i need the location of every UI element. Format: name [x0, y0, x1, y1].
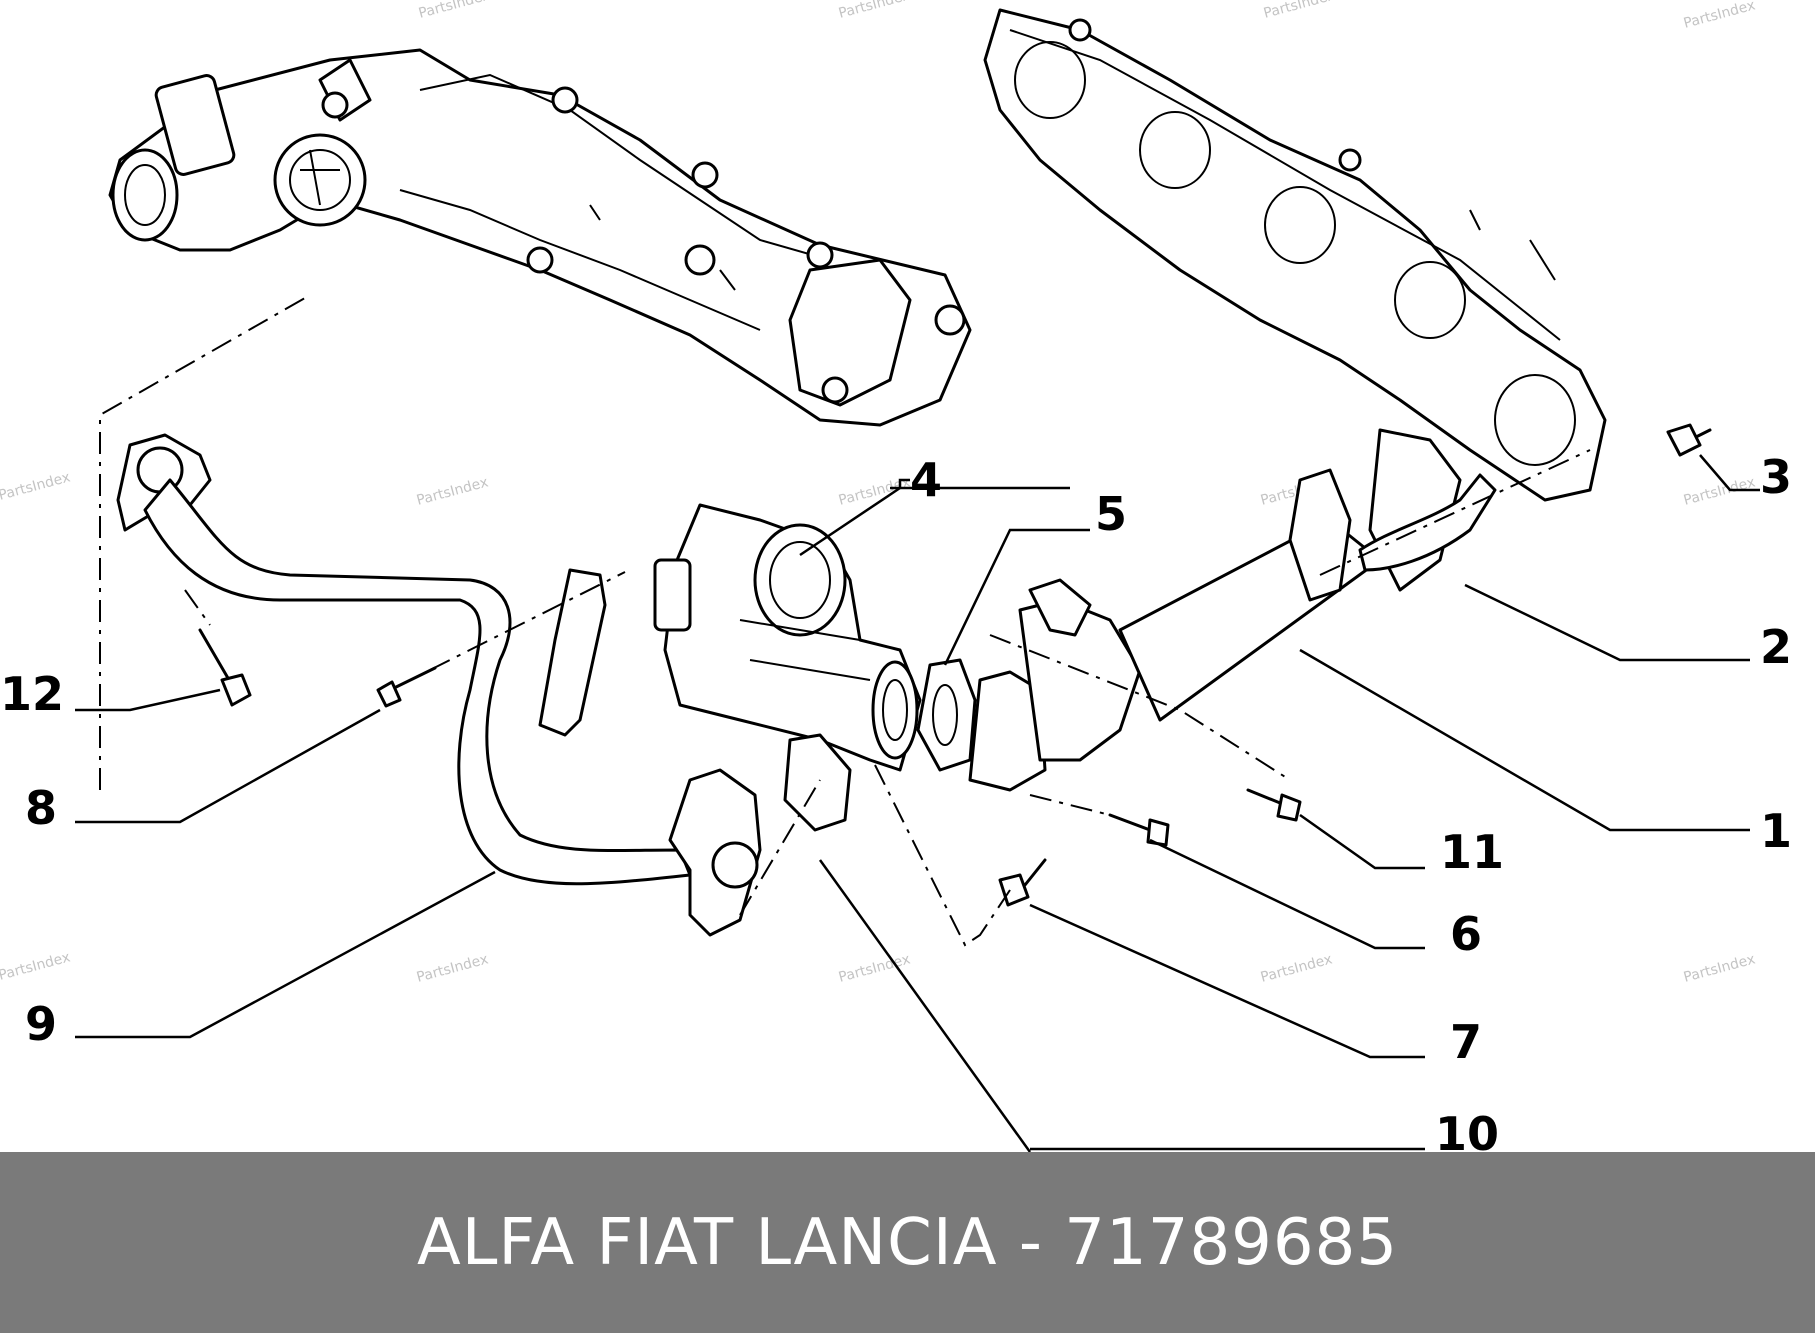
callout-9: 9 — [25, 997, 57, 1051]
assembly-lines — [99, 297, 1591, 947]
watermark: PartsIndex — [1682, 951, 1757, 985]
bolt-part-3 — [1666, 423, 1712, 457]
callout-7: 7 — [1450, 1015, 1482, 1069]
callout-labels: 1 2 3 4 5 6 7 8 9 10 11 12 — [0, 450, 1792, 1152]
diagram-canvas: PartsIndex PartsIndex PartsIndex PartsIn… — [0, 0, 1792, 1152]
callout-12: 12 — [0, 667, 64, 721]
egr-cooler-part-1 — [968, 428, 1497, 792]
watermark: PartsIndex — [415, 474, 490, 508]
callout-2: 2 — [1760, 620, 1792, 674]
bolt-part-7 — [998, 858, 1047, 907]
watermark: PartsIndex — [837, 951, 912, 985]
bolt-part-8 — [376, 666, 437, 708]
exhaust-manifold — [983, 8, 1607, 502]
callout-4: 4 — [910, 453, 942, 507]
bolt-part-12 — [198, 628, 252, 707]
bolt-part-6 — [1108, 813, 1170, 847]
egr-valve-part-4 — [653, 503, 922, 832]
watermark: PartsIndex — [415, 951, 490, 985]
watermark: PartsIndex — [0, 949, 72, 983]
leader-lines — [75, 454, 1760, 1152]
watermark: PartsIndex — [1682, 0, 1757, 32]
gasket-part-5 — [916, 658, 977, 772]
callout-6: 6 — [1450, 907, 1482, 961]
watermark: PartsIndex — [0, 469, 72, 503]
callout-5: 5 — [1095, 487, 1127, 541]
watermark: PartsIndex — [417, 0, 492, 22]
footer-banner: ALFA FIAT LANCIA - 71789685 — [0, 1152, 1815, 1333]
bolt-part-11 — [1246, 788, 1302, 822]
footer-title: ALFA FIAT LANCIA - 71789685 — [416, 1205, 1399, 1280]
watermark: PartsIndex — [1259, 951, 1334, 985]
callout-11: 11 — [1440, 825, 1504, 879]
callout-8: 8 — [25, 781, 57, 835]
watermark: PartsIndex — [1262, 0, 1337, 22]
watermark: PartsIndex — [837, 0, 912, 22]
callout-1: 1 — [1760, 804, 1792, 858]
egr-pipe-part-9 — [116, 433, 762, 937]
intake-manifold — [108, 48, 972, 427]
callout-3: 3 — [1760, 450, 1792, 504]
callout-10: 10 — [1435, 1107, 1499, 1152]
